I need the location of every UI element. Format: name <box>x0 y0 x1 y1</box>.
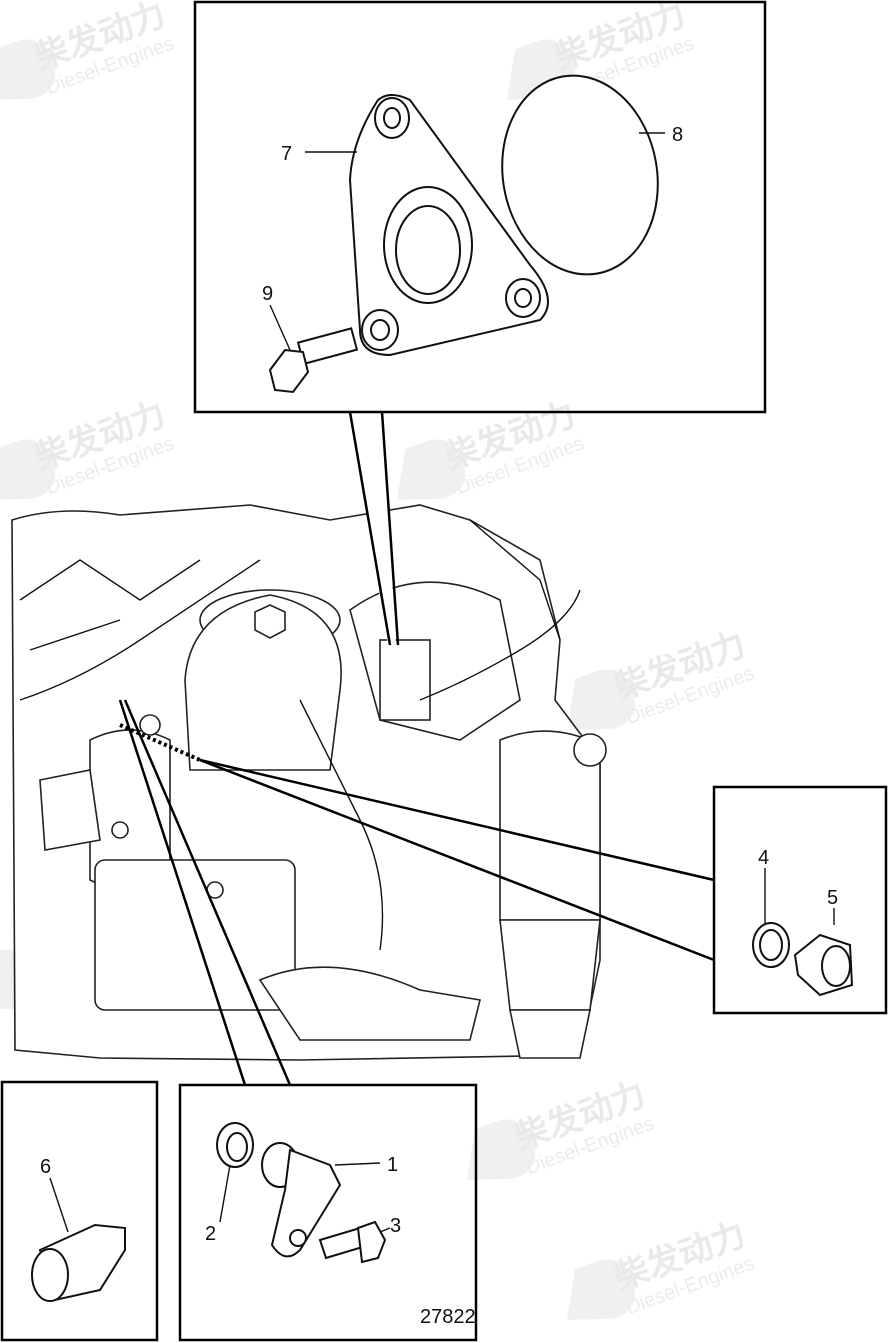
sensor-1 <box>270 1148 342 1258</box>
watermark-logo-icon <box>567 1259 636 1320</box>
watermark-logo-icon <box>467 1119 536 1180</box>
watermark-logo-icon <box>397 439 466 500</box>
bolt-9 <box>268 327 359 394</box>
callout-8: 8 <box>672 124 683 146</box>
engine-illustration <box>11 504 607 1061</box>
callout-7: 7 <box>281 143 292 165</box>
callout-9: 9 <box>262 283 273 305</box>
callout-5: 5 <box>827 887 838 909</box>
callout-4: 4 <box>758 847 769 869</box>
watermark-logo-icon <box>0 439 56 500</box>
watermark-logo-icon <box>0 39 56 100</box>
detail-box-plug: 4 5 <box>199 758 888 1015</box>
callout-6: 6 <box>40 1156 51 1178</box>
detail-box-cover: 7 8 9 <box>193 0 767 646</box>
document-number: 27822 <box>420 1306 476 1328</box>
callout-3: 3 <box>390 1215 401 1237</box>
callout-2: 2 <box>205 1223 216 1245</box>
detail-box-sensor: 1 2 3 <box>118 699 478 1342</box>
o-ring <box>501 74 659 276</box>
watermark-logo-icon <box>567 669 636 730</box>
detail-box-sender: 6 <box>0 1080 159 1342</box>
callout-1: 1 <box>387 1154 398 1176</box>
